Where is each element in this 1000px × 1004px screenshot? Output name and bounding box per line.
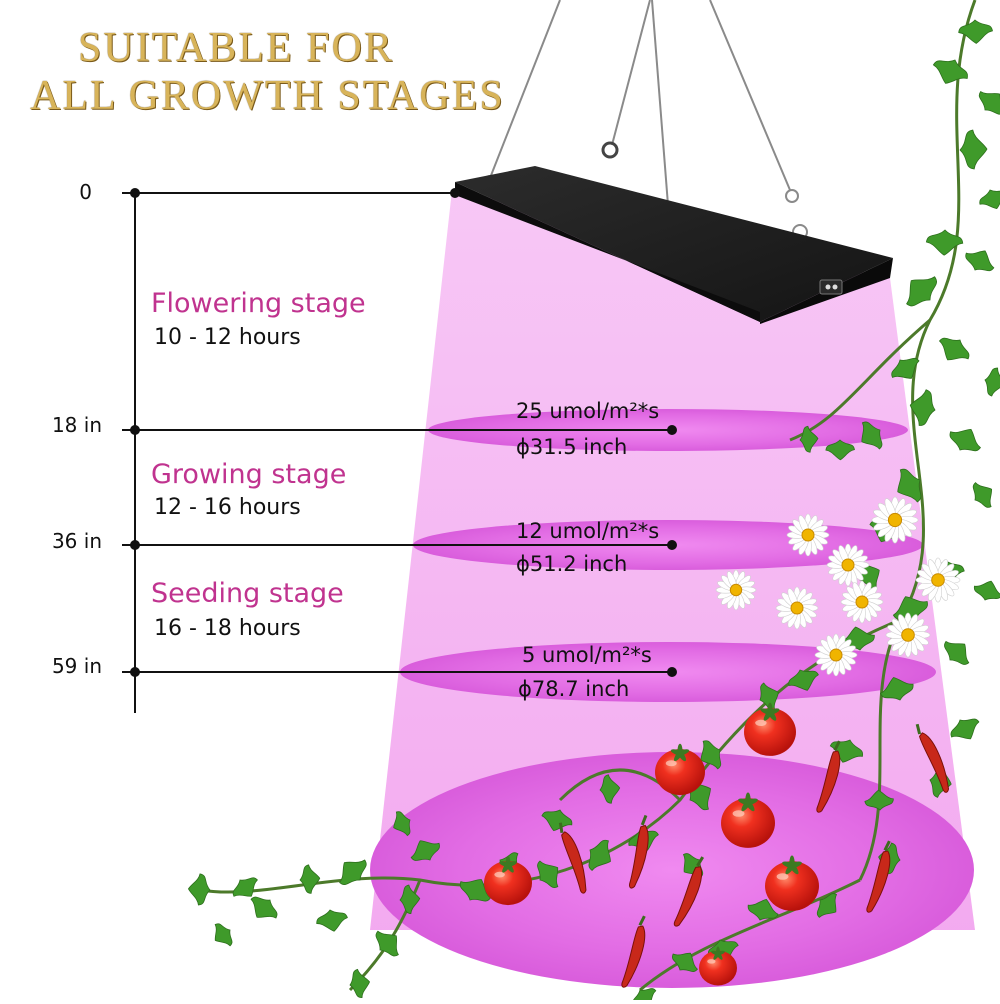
ivy-leaf-icon [375,930,399,957]
ppfd-18in: 25 umol/m²*s [516,399,660,423]
ivy-leaf-icon [541,809,573,832]
ivy-leaf-icon [909,389,936,426]
ivy-leaf-icon [979,189,1000,210]
grow-light-panel-icon [455,166,893,324]
ivy-leaf-icon [410,840,440,861]
stage-growing-name: Growing stage [151,459,347,490]
ivy-leaf-icon [906,276,937,307]
diameter-36in: ϕ51.2 inch [516,552,628,576]
ivy-leaf-icon [214,923,233,947]
headline-line-1: SUITABLE FOR [78,25,394,71]
ivy-leaf-icon [187,873,211,906]
ivy-leaf-icon [788,669,819,691]
headline-line-2: ALL GROWTH STAGES [30,73,505,119]
ivy-leaf-icon [349,968,371,998]
stage-seeding-hours: 16 - 18 hours [154,616,301,641]
ivy-leaf-icon [599,774,621,804]
daisy-flower-icon [885,612,931,658]
stage-flowering-hours: 10 - 12 hours [154,325,301,350]
daisy-flowers [715,496,961,677]
ivy-leaf-icon [950,718,980,740]
ivy-leaf-icon [880,677,914,701]
ivy-leaf-icon [537,860,559,888]
ivy-leaf-icon [316,909,348,932]
daisy-flower-icon [826,543,870,587]
chili-pepper-icon [629,814,649,889]
daisy-flower-icon [871,496,919,544]
ivy-leaf-icon [393,811,411,837]
ivy-leaf-icon [925,229,964,256]
vine-stem [858,0,977,881]
ivy-leaf-icon [938,337,970,361]
tomatoes [484,702,819,986]
ivy-leaf-icon [672,952,698,972]
stage-flowering-name: Flowering stage [151,288,366,319]
ivy-leaf-icon [299,864,321,894]
chili-pepper-icon [866,840,891,913]
tomato-icon [484,855,532,906]
height-scale [122,188,677,713]
height-label-18in: 18 in [51,413,102,437]
ivy-leaf-icon [250,896,278,919]
ivy-leaf-icon [861,421,883,450]
chili-pepper-icon [816,740,841,813]
chili-pepper-icon [673,856,705,927]
ivy-leaf-icon [459,879,492,902]
light-footprint [370,752,974,988]
diameter-18in: ϕ31.5 inch [516,435,628,459]
diameter-59in: ϕ78.7 inch [518,677,630,701]
ivy-leaf-icon [816,893,838,918]
tomato-icon [699,946,737,986]
chili-pepper-icon [915,723,950,793]
tomato-icon [655,743,705,795]
ivy-leaf-icon [825,439,855,461]
daisy-flower-icon [775,586,819,630]
tomato-icon [721,792,775,848]
ivy-leaf-icon [891,357,920,379]
ivy-leaf-icon [973,580,1000,601]
daisy-flower-icon [840,580,884,624]
ivy-leaf-icon [959,129,988,170]
ppfd-59in: 5 umol/m²*s [522,643,652,667]
ivy-leaf-icon [972,482,993,508]
ivy-leaf-icon [965,250,995,272]
daisy-flower-icon [786,513,830,557]
daisy-flower-icon [715,569,757,611]
ivy-leaf-icon [984,367,1000,397]
chili-pepper-icon [621,915,646,988]
daisy-flower-icon [814,633,858,677]
vine-stem [639,878,861,992]
ivy-leaf-icon [232,877,258,897]
ivy-leaf-icon [958,19,993,44]
ivy-leaf-icon [932,59,968,84]
height-label-0: 0 [79,180,92,204]
ivy-leaf-icon [864,789,894,811]
ivy-leaf-icon [339,859,367,886]
ivy-leaf-icon [897,468,922,503]
chili-peppers [558,723,950,988]
ivy-leaf-icon [892,596,928,621]
tomato-icon [765,855,819,911]
ivy-leaf-icon [949,428,981,452]
stage-growing-hours: 12 - 16 hours [154,495,301,520]
ivy-leaf-icon [588,839,611,872]
stage-seeding-name: Seeding stage [151,578,344,609]
ivy-leaf-icon [747,898,779,921]
ppfd-36in: 12 umol/m²*s [516,519,660,543]
ivy-leaf-icon [799,425,819,453]
ivy-leaf-icon [944,640,970,665]
chili-pepper-icon [558,822,587,894]
height-label-59in: 59 in [51,654,102,678]
ivy-leaf-icon [399,884,421,915]
ivy-leaf-icon [978,90,1000,115]
height-label-36in: 36 in [51,529,102,553]
tomato-icon [744,702,796,756]
daisy-flower-icon [915,557,961,603]
